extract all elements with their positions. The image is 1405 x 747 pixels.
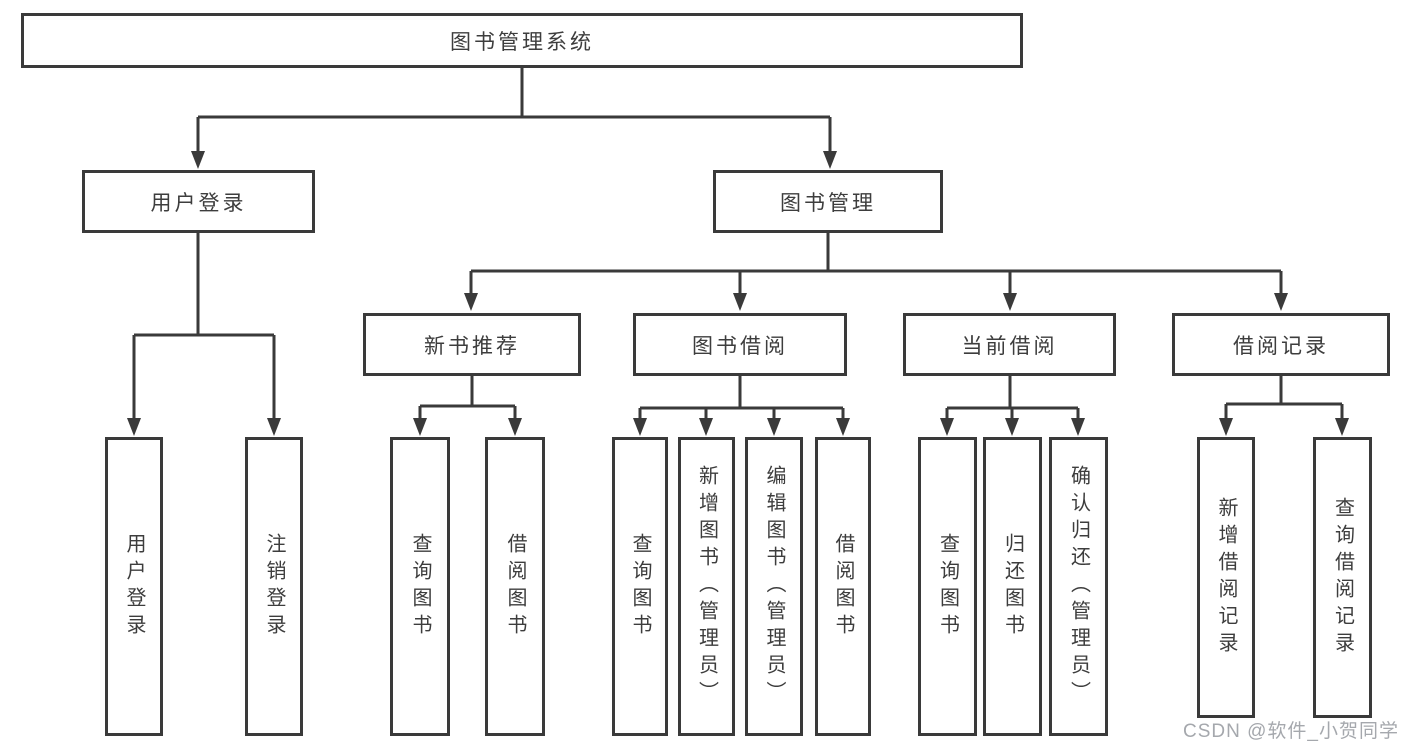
connector-user-login bbox=[132, 233, 276, 418]
arrow-down-icon bbox=[267, 418, 281, 436]
leaf-borrow-book-2: 借阅图书 bbox=[815, 437, 871, 736]
arrow-down-icon bbox=[1274, 293, 1288, 311]
arrow-down-icon bbox=[508, 418, 522, 436]
node-book-borrow: 图书借阅 bbox=[633, 313, 847, 376]
leaf-user-login: 用户登录 bbox=[105, 437, 163, 736]
leaf-add-book-admin: 新增图书（管理员） bbox=[678, 437, 735, 736]
leaf-query-borrow-record: 查询借阅记录 bbox=[1313, 437, 1372, 718]
node-new-book-recommend: 新书推荐 bbox=[363, 313, 581, 376]
node-user-login: 用户登录 bbox=[82, 170, 315, 233]
node-borrow-record: 借阅记录 bbox=[1172, 313, 1390, 376]
arrow-down-icon bbox=[127, 418, 141, 436]
arrow-down-icon bbox=[1003, 293, 1017, 311]
connector-current-borrow bbox=[945, 376, 1080, 419]
leaf-query-book-2: 查询图书 bbox=[612, 437, 668, 736]
arrow-down-icon bbox=[464, 293, 478, 311]
arrow-down-icon bbox=[1335, 418, 1349, 436]
arrow-down-icon bbox=[1219, 418, 1233, 436]
connector-root bbox=[196, 68, 832, 151]
leaf-return-book: 归还图书 bbox=[983, 437, 1042, 736]
connector-book-borrow bbox=[638, 376, 845, 419]
arrow-down-icon bbox=[413, 418, 427, 436]
connector-borrow-record bbox=[1224, 376, 1344, 419]
leaf-logout: 注销登录 bbox=[245, 437, 303, 736]
arrow-down-icon bbox=[823, 151, 837, 169]
leaf-query-book-3: 查询图书 bbox=[918, 437, 977, 736]
leaf-confirm-return-admin: 确认归还（管理员） bbox=[1049, 437, 1108, 736]
arrow-down-icon bbox=[940, 418, 954, 436]
arrow-down-icon bbox=[767, 418, 781, 436]
arrow-down-icon bbox=[1005, 418, 1019, 436]
arrowhead-icons bbox=[127, 151, 1349, 436]
connector-book-management bbox=[469, 233, 1283, 293]
leaf-query-book-1: 查询图书 bbox=[390, 437, 450, 736]
node-root-library-system: 图书管理系统 bbox=[21, 13, 1023, 68]
node-current-borrow: 当前借阅 bbox=[903, 313, 1116, 376]
arrow-down-icon bbox=[836, 418, 850, 436]
leaf-borrow-book-1: 借阅图书 bbox=[485, 437, 545, 736]
arrow-down-icon bbox=[699, 418, 713, 436]
leaf-add-borrow-record: 新增借阅记录 bbox=[1197, 437, 1255, 718]
leaf-edit-book-admin: 编辑图书（管理员） bbox=[745, 437, 803, 736]
arrow-down-icon bbox=[633, 418, 647, 436]
connector-new-book bbox=[418, 376, 517, 418]
arrow-down-icon bbox=[1071, 418, 1085, 436]
node-book-management: 图书管理 bbox=[713, 170, 943, 233]
csdn-watermark: CSDN @软件_小贺同学 bbox=[1183, 721, 1399, 742]
arrow-down-icon bbox=[733, 293, 747, 311]
arrow-down-icon bbox=[191, 151, 205, 169]
